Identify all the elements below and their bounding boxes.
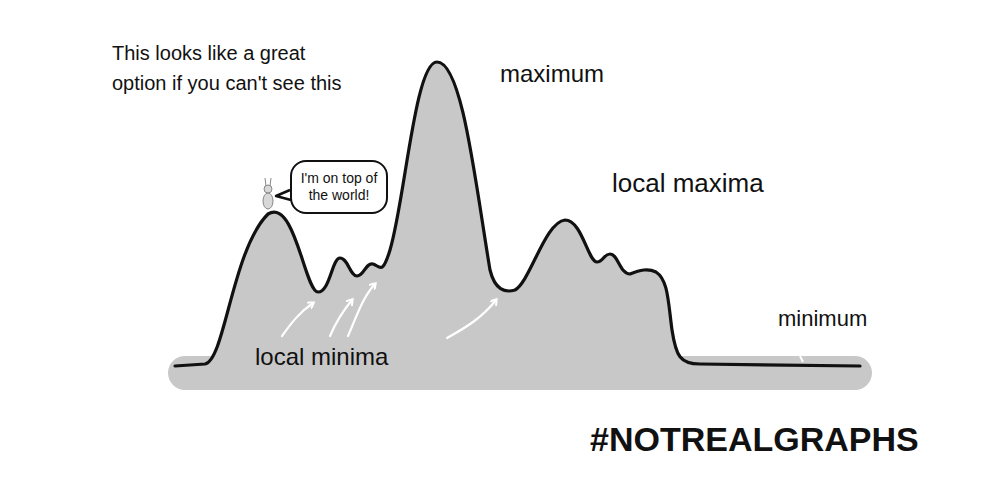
note-text: This looks like a great option if you ca… <box>112 38 352 98</box>
minimum-tick <box>800 356 803 362</box>
bubble-text: I'm on top of the world! <box>300 170 378 204</box>
bubble-tail <box>276 190 291 200</box>
local-minima-label: local minima <box>255 343 388 371</box>
maximum-label: maximum <box>500 60 604 88</box>
hashtag-title: #NOTREALGRAPHS <box>590 420 919 459</box>
mountain-fill <box>175 62 860 380</box>
local-maxima-label: local maxima <box>612 168 764 199</box>
minimum-label: minimum <box>778 306 867 332</box>
speech-bubble: I'm on top of the world! <box>290 160 388 214</box>
minima-arrows <box>282 284 496 338</box>
mountain-outline <box>175 62 860 366</box>
tiny-figure <box>263 178 273 209</box>
